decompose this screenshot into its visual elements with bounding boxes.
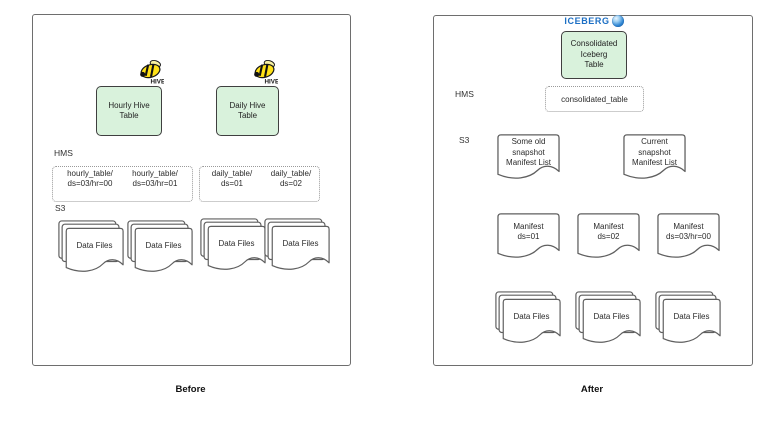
manifest-list-doc: Some old snapshot Manifest List (496, 133, 561, 183)
consolidated-iceberg-table-box: Consolidated Iceberg Table (561, 31, 627, 79)
iceberg-logo-text: ICEBERG (564, 16, 610, 26)
data-files-stack: Data Files (495, 291, 561, 347)
hms-label-before: HMS (54, 148, 73, 158)
s3-label-after: S3 (459, 135, 470, 145)
data-files-stack: Data Files (200, 218, 266, 274)
data-files-stack: Data Files (575, 291, 641, 347)
hive-icon: HIVE (140, 59, 164, 86)
hourly-hive-table-box: Hourly Hive Table (96, 86, 162, 136)
hourly-hive-table-label: Hourly Hive (108, 100, 150, 110)
data-files-stack: Data Files (127, 220, 193, 276)
partition-label: daily_table/ds=02 (270, 169, 312, 188)
daily-partitions-group (199, 166, 320, 202)
hive-icon: HIVE (254, 59, 278, 86)
svg-text:HIVE: HIVE (151, 79, 164, 86)
data-files-stack: Data Files (58, 220, 124, 276)
before-panel (32, 14, 351, 366)
hourly-partitions-group (52, 166, 193, 202)
daily-hive-table-box: Daily Hive Table (216, 86, 279, 136)
manifest-list-doc: Current snapshot Manifest List (622, 133, 687, 183)
before-caption: Before (175, 384, 206, 395)
manifest-doc: Manifest ds=02 (576, 212, 641, 262)
after-caption: After (580, 384, 604, 395)
svg-text:HIVE: HIVE (265, 79, 278, 86)
s3-label-before: S3 (55, 203, 66, 213)
partition-label: daily_table/ds=01 (211, 169, 253, 188)
manifest-doc: Manifest ds=03/hr=00 (656, 212, 721, 262)
partition-label: hourly_table/ds=03/hr=00 (67, 169, 113, 188)
hms-label-after: HMS (455, 89, 474, 99)
data-files-stack: Data Files (264, 218, 330, 274)
daily-hive-table-label: Daily Hive (229, 100, 266, 110)
consolidated-table-entry: consolidated_table (545, 86, 644, 112)
manifest-doc: Manifest ds=01 (496, 212, 561, 262)
iceberg-logo: ICEBERG (558, 14, 630, 28)
partition-label: hourly_table/ds=03/hr=01 (132, 169, 178, 188)
data-files-stack: Data Files (655, 291, 721, 347)
iceberg-logo-icon (611, 15, 624, 27)
